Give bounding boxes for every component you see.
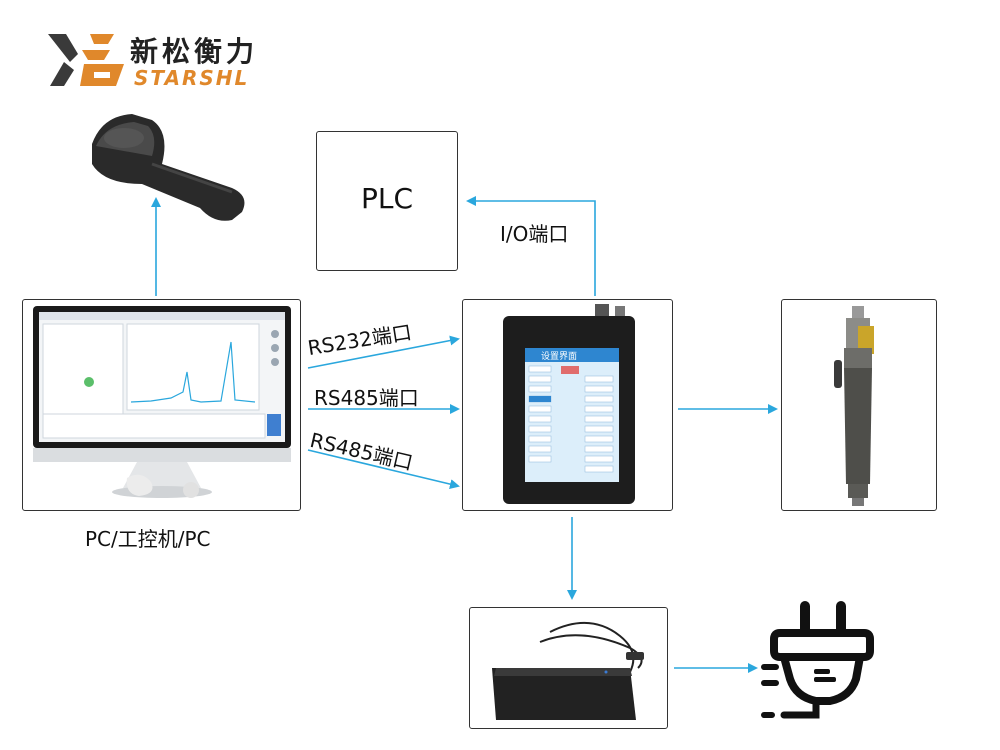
barcode-scanner-icon [92,114,245,221]
power-plug-icon [761,601,874,719]
screwdriver-box [781,299,937,511]
pc-label: PC/工控机/PC [85,527,211,551]
controller-unit-icon [503,304,635,504]
controller-screen-title: 设置界面 [541,352,578,362]
brand-name-en: STARSHL [134,66,250,90]
electric-screwdriver-icon [834,306,874,506]
computer-box [22,299,301,511]
arrow-rs232 [307,335,460,369]
adapter-box [469,607,668,729]
controller-box: 设置界面 [462,299,673,511]
desktop-monitor-icon [33,306,291,498]
arrow-rs485-2 [307,449,460,489]
io-port-label: I/O端口 [500,222,569,246]
rs485-label-1: RS485端口 [314,386,419,410]
plc-label: PLC [360,182,414,215]
plc-box: PLC [316,131,458,271]
brand-logo: 新松衡力 STARSHL [44,28,284,90]
arrow-controller-to-plc [466,196,596,296]
brand-name-cn: 新松衡力 [130,35,259,68]
brand-logo-mark [48,34,124,86]
power-adapter-icon [492,621,644,720]
